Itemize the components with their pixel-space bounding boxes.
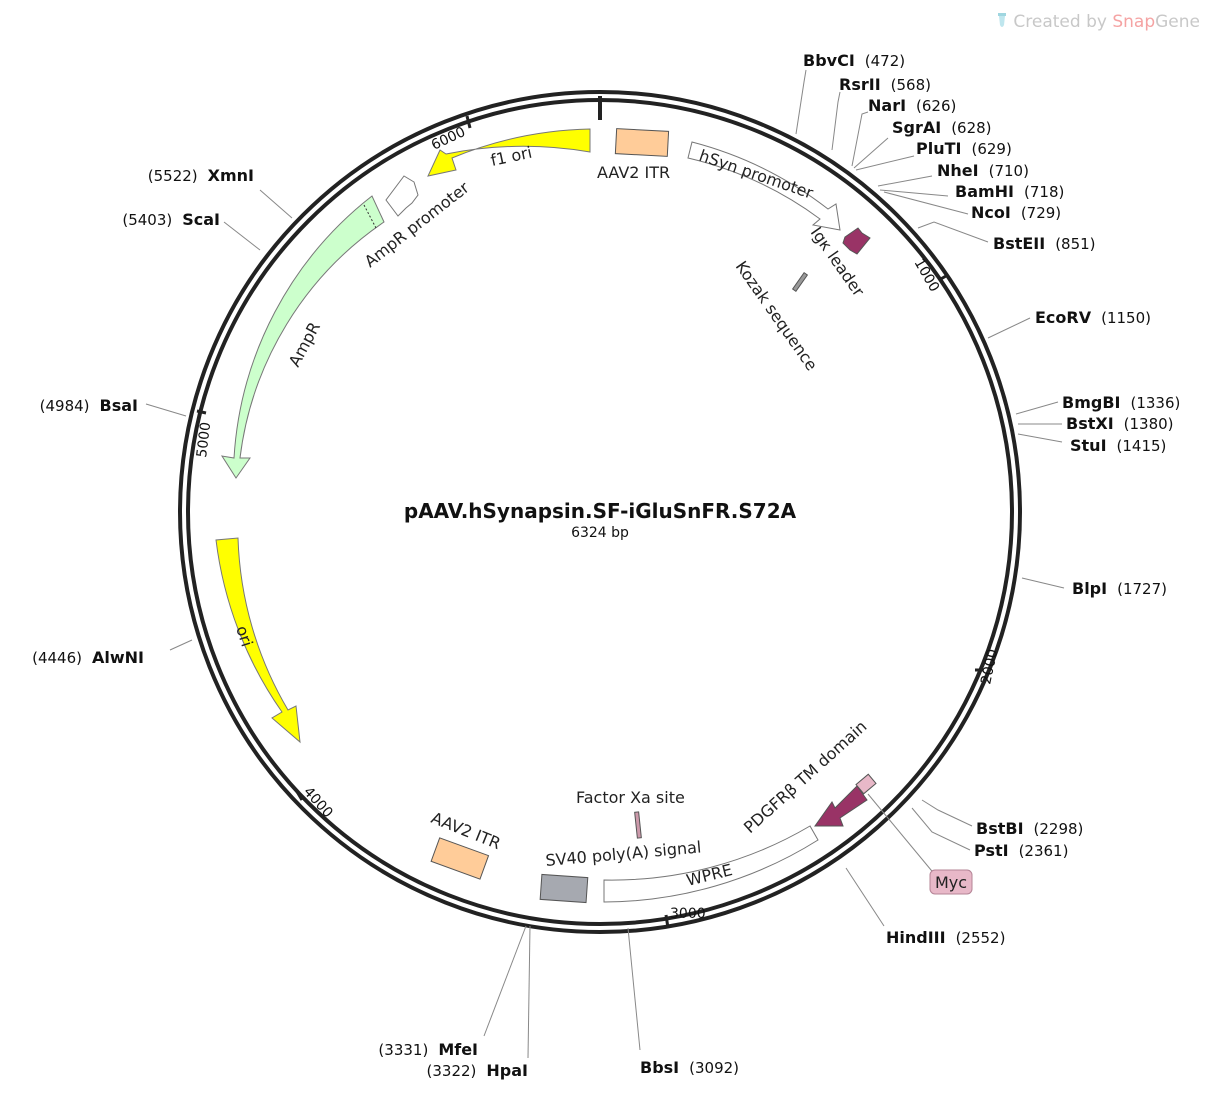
f1-ori-feature[interactable]	[427, 128, 591, 177]
backbone-outer-ring	[178, 90, 1022, 934]
site-sgrai: SgrAI(628)	[892, 118, 992, 137]
igk-leader-feature[interactable]	[842, 227, 871, 255]
site-bstxi: BstXI(1380)	[1066, 414, 1174, 433]
tube-icon	[998, 13, 1007, 27]
ampr-dashed-divider	[363, 204, 377, 229]
sv40-polya-feature[interactable]	[539, 873, 589, 904]
site-blpi: BlpI(1727)	[1072, 579, 1167, 598]
watermark-prefix: Created by	[1013, 12, 1107, 32]
site-xmni: (5522)XmnI	[148, 166, 254, 185]
pdgfr-tm-domain-label: PDGFRβ TM domain	[740, 717, 871, 837]
myc-label-box	[929, 869, 973, 895]
aav2-itr-top-label: AAV2 ITR	[597, 163, 670, 182]
site-bbvci: BbvCI(472)	[803, 51, 905, 70]
scale-ticks	[196, 115, 983, 929]
tick-5000	[196, 409, 207, 415]
snapgene-watermark: Created by SnapGene	[997, 12, 1200, 32]
watermark-brand-b: Gene	[1155, 12, 1200, 32]
tick-1000	[938, 274, 947, 282]
watermark-brand-a: Snap	[1112, 12, 1156, 32]
hsyn-promoter-feature[interactable]	[687, 141, 841, 231]
myc-leader	[867, 793, 937, 877]
aav2-itr-top-feature[interactable]	[614, 128, 670, 157]
myc-label: Myc	[935, 873, 967, 892]
wpre-feature[interactable]	[603, 825, 819, 903]
site-bsai: (4984)BsaI	[40, 396, 138, 415]
factor-xa-label: Factor Xa site	[576, 788, 685, 807]
site-ecorv: EcoRV(1150)	[1035, 308, 1151, 327]
site-pluti: PluTI(629)	[916, 139, 1012, 158]
site-bstbi: BstBI(2298)	[976, 819, 1083, 838]
site-hpai: (3322)HpaI	[427, 1061, 528, 1080]
aav2-itr-bottom-feature[interactable]	[430, 837, 490, 880]
site-labels: BbvCI(472) RsrII(568) NarI(626) SgrAI(62…	[32, 51, 1180, 1080]
site-nari: NarI(626)	[868, 96, 956, 115]
sv40-polya-label: SV40 poly(A) signal	[545, 837, 702, 870]
site-psti: PstI(2361)	[974, 841, 1068, 860]
site-hindiii: HindIII(2552)	[886, 928, 1005, 947]
tick-6000	[465, 115, 472, 129]
site-leaders	[145, 69, 1065, 1059]
ori-feature[interactable]	[215, 537, 301, 744]
tick-4000	[294, 789, 304, 801]
tick-3000	[664, 914, 670, 929]
site-bsteii: BstEII(851)	[993, 234, 1096, 253]
site-bmgbi: BmgBI(1336)	[1062, 393, 1180, 412]
ampr-promoter-feature[interactable]	[385, 175, 419, 217]
site-bbsi: BbsI(3092)	[640, 1058, 739, 1077]
site-mfei: (3331)MfeI	[378, 1040, 478, 1059]
factor-xa-feature[interactable]	[634, 811, 642, 839]
plasmid-size: 6324 bp	[571, 525, 629, 541]
site-alwni: (4446)AlwNI	[32, 648, 144, 667]
myc-feature[interactable]	[855, 773, 877, 795]
plasmid-name: pAAV.hSynapsin.SF-iGluSnFR.S72A	[404, 499, 797, 523]
ampr-feature[interactable]	[220, 195, 385, 479]
pdgfr-tm-domain-feature[interactable]	[814, 785, 868, 827]
site-scai: (5403)ScaI	[122, 210, 220, 229]
site-nhei: NheI(710)	[937, 161, 1029, 180]
site-rsrii: RsrII(568)	[839, 75, 931, 94]
site-bamhi: BamHI(718)	[955, 182, 1064, 201]
kozak-sequence-feature[interactable]	[791, 271, 809, 293]
tick-label-2000: 2000	[978, 648, 1001, 686]
ampr-label: AmpR	[285, 319, 324, 370]
site-ncoi: NcoI(729)	[971, 203, 1061, 222]
hsyn-promoter-label: hSyn promoter	[697, 146, 816, 203]
tick-label-5000: 5000	[194, 421, 214, 458]
tick-label-3000: 3000	[670, 906, 706, 922]
site-stui: StuI(1415)	[1070, 436, 1166, 455]
